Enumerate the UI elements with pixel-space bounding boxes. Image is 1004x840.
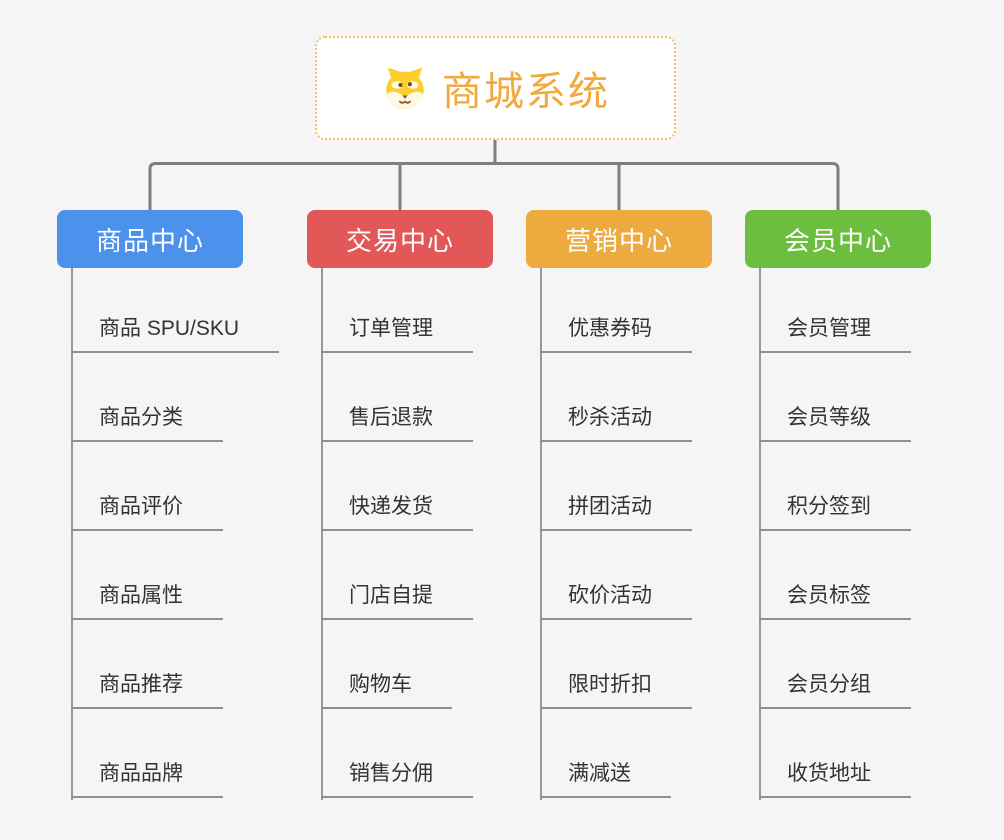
- branch-trunk-line: [759, 268, 761, 800]
- leaf-node[interactable]: 限时折扣: [540, 672, 692, 709]
- branch-node-trade-center[interactable]: 交易中心: [307, 210, 493, 268]
- branch-trade-center: 交易中心 订单管理 售后退款 快递发货 门店自提 购物车 销售分佣: [307, 210, 597, 820]
- leaf-node[interactable]: 秒杀活动: [540, 405, 692, 442]
- leaf-node[interactable]: 会员标签: [759, 583, 911, 620]
- shiba-dog-icon: [386, 67, 424, 109]
- leaf-node[interactable]: 商品推荐: [71, 672, 223, 709]
- leaf-node[interactable]: 商品属性: [71, 583, 223, 620]
- root-node-title: 商城系统: [442, 70, 610, 114]
- branch-product-center: 商品中心 商品 SPU/SKU 商品分类 商品评价 商品属性 商品推荐 商品品牌: [57, 210, 347, 820]
- leaf-node[interactable]: 收货地址: [759, 761, 911, 798]
- leaf-node[interactable]: 满减送: [540, 761, 671, 798]
- branch-node-marketing-center[interactable]: 营销中心: [526, 210, 712, 268]
- leaf-node[interactable]: 会员分组: [759, 672, 911, 709]
- leaf-node[interactable]: 积分签到: [759, 494, 911, 531]
- leaf-node[interactable]: 商品品牌: [71, 761, 223, 798]
- leaf-node[interactable]: 商品 SPU/SKU: [71, 316, 280, 353]
- root-node[interactable]: 商城系统: [315, 36, 676, 140]
- branch-member-center: 会员中心 会员管理 会员等级 积分签到 会员标签 会员分组 收货地址: [745, 210, 1004, 820]
- branch-trunk-line: [321, 268, 323, 800]
- branch-trunk-line: [540, 268, 542, 800]
- leaf-node[interactable]: 订单管理: [321, 316, 473, 353]
- leaf-node[interactable]: 售后退款: [321, 405, 473, 442]
- branch-node-member-center[interactable]: 会员中心: [745, 210, 931, 268]
- leaf-node[interactable]: 砍价活动: [540, 583, 692, 620]
- leaf-node[interactable]: 快递发货: [321, 494, 473, 531]
- leaf-node[interactable]: 会员等级: [759, 405, 911, 442]
- leaf-node[interactable]: 拼团活动: [540, 494, 692, 531]
- branch-node-product-center[interactable]: 商品中心: [57, 210, 243, 268]
- branch-marketing-center: 营销中心 优惠券码 秒杀活动 拼团活动 砍价活动 限时折扣 满减送: [526, 210, 816, 820]
- leaf-node[interactable]: 商品分类: [71, 405, 223, 442]
- leaf-node[interactable]: 优惠券码: [540, 316, 692, 353]
- leaf-node[interactable]: 门店自提: [321, 583, 473, 620]
- leaf-node[interactable]: 销售分佣: [321, 761, 473, 798]
- leaf-node[interactable]: 购物车: [321, 672, 452, 709]
- leaf-node[interactable]: 商品评价: [71, 494, 223, 531]
- branch-trunk-line: [71, 268, 73, 800]
- leaf-node[interactable]: 会员管理: [759, 316, 911, 353]
